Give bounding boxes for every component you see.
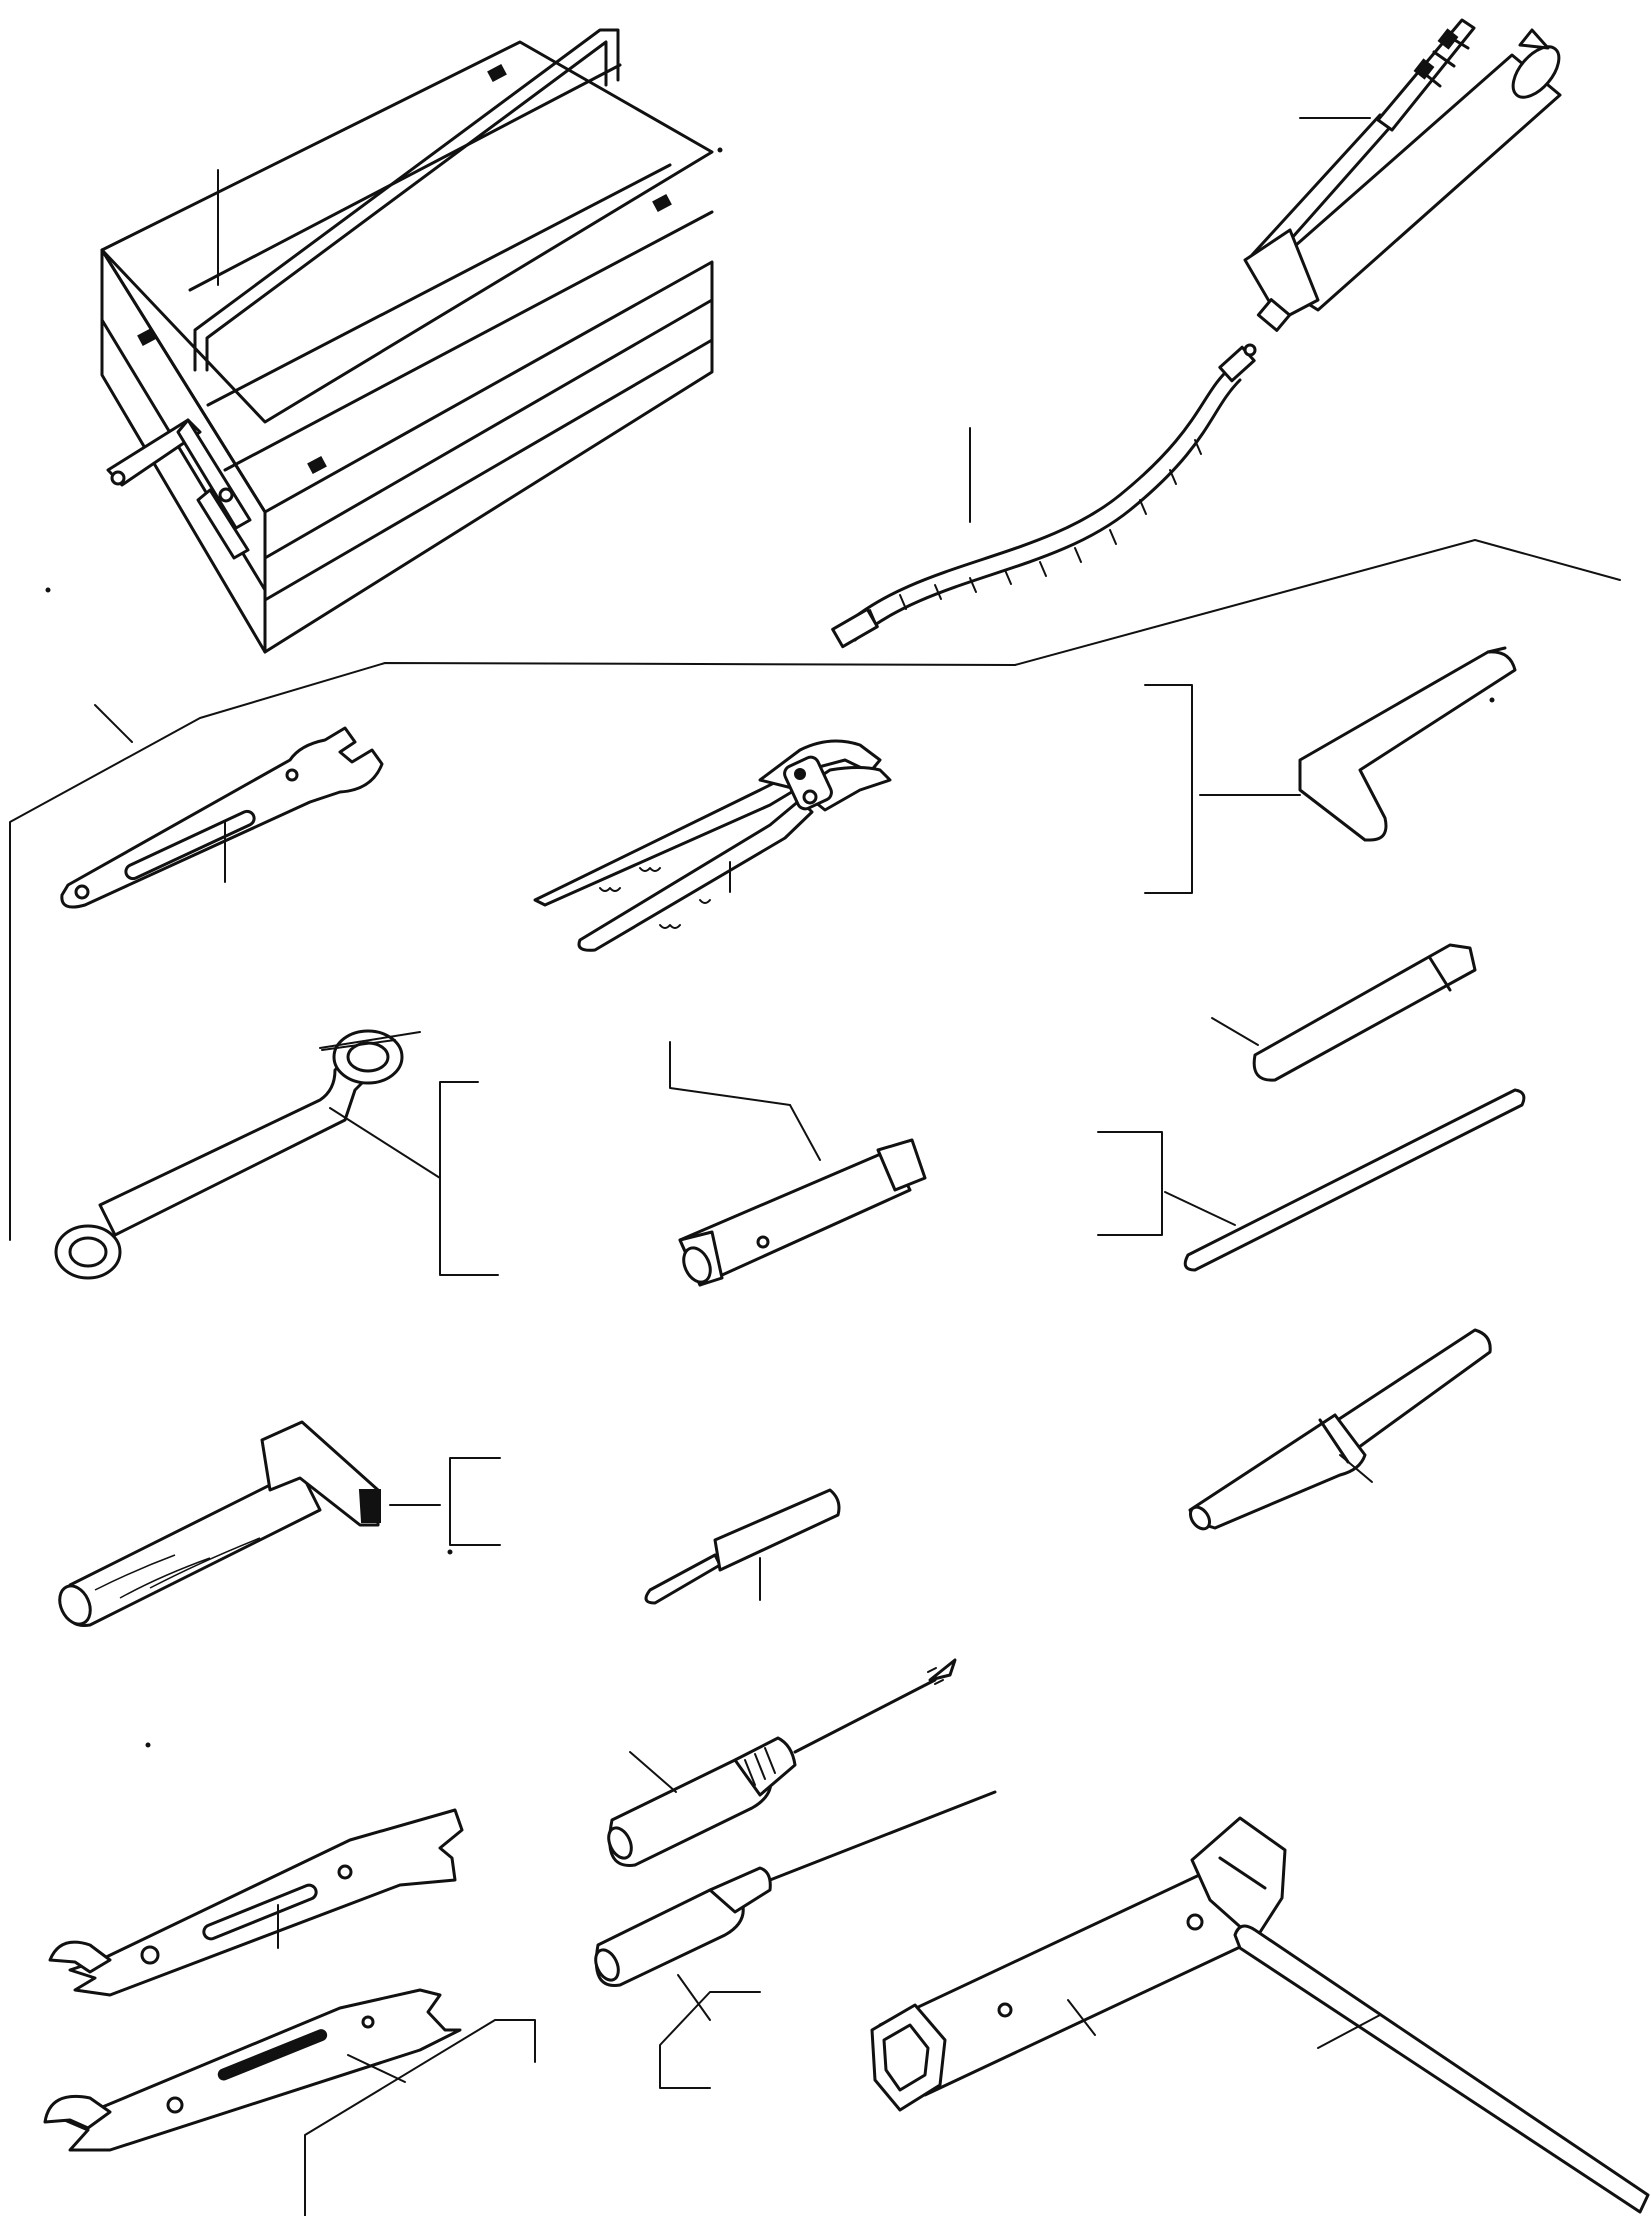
print-specks xyxy=(45,147,1495,1748)
bar-icon xyxy=(1097,1088,1526,1272)
wrench-icon xyxy=(60,726,384,909)
wrench-icon xyxy=(43,1988,536,2216)
toolbox-icon xyxy=(100,28,714,654)
screwdriver-icon xyxy=(594,1790,997,2089)
ring-wrench-icon xyxy=(54,1029,499,1280)
hammer-icon xyxy=(58,1420,501,1627)
punch-icon xyxy=(644,1488,841,1605)
chisel-icon xyxy=(1211,943,1477,1082)
socket-wrench-icon xyxy=(870,1816,1287,2112)
screwdriver-icon xyxy=(607,1658,957,1867)
pliers-icon xyxy=(533,739,892,952)
grease-gun-icon xyxy=(1243,18,1562,332)
hex-key-icon xyxy=(1144,646,1517,894)
wrench-icon xyxy=(48,1808,464,1997)
bar-icon xyxy=(1233,1924,1650,2214)
hose-icon xyxy=(831,343,1257,649)
socket-wrench-icon xyxy=(669,1041,927,1287)
kit-frame-lines xyxy=(9,539,1621,1241)
punch-icon xyxy=(1188,1328,1492,1531)
